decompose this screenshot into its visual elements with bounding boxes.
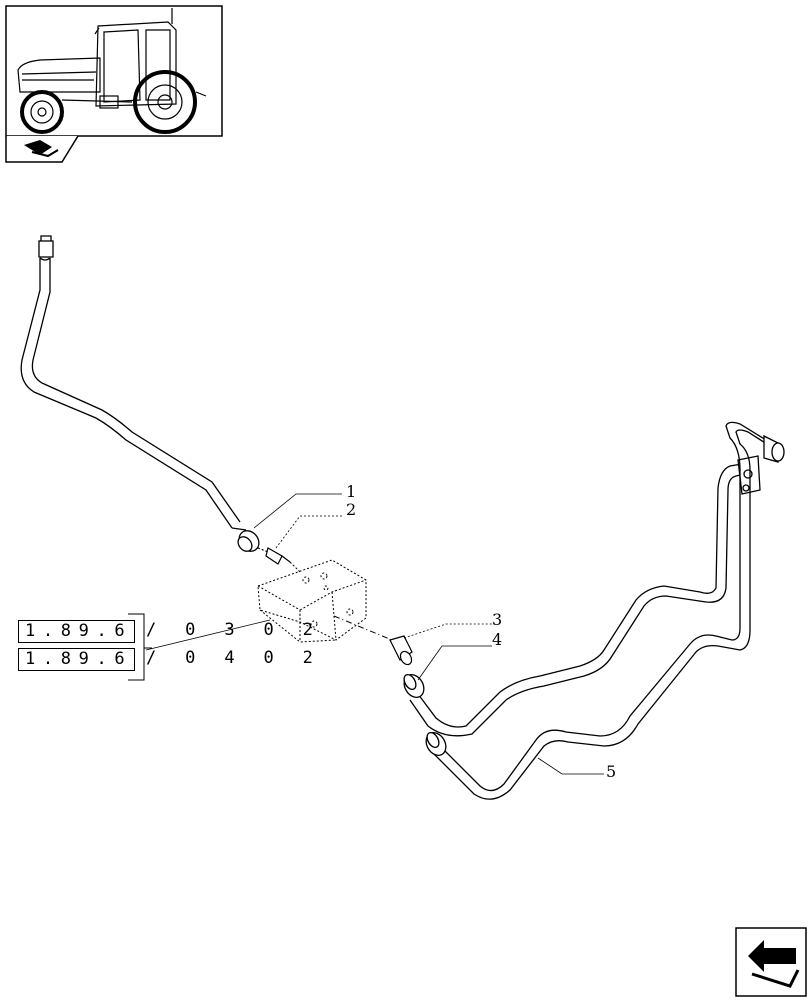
callout-2: 2: [346, 500, 357, 519]
fitting-2: [257, 547, 291, 565]
book-tab-icon: [24, 140, 59, 158]
pipe-1: [20, 235, 260, 552]
next-page-arrow-icon: [748, 940, 800, 988]
fitting-3: [389, 635, 413, 666]
reference-bracket: [128, 613, 152, 681]
callout-1: 1: [346, 482, 357, 501]
leader-lines: [145, 493, 604, 775]
reference-code-1[interactable]: 1.89.6: [18, 620, 136, 643]
reference-suffix-1: / 0 3 0 2: [146, 620, 323, 640]
callout-5: 5: [606, 762, 617, 781]
valve-block: [257, 559, 393, 643]
callout-4: 4: [492, 630, 503, 649]
tractor-thumbnail[interactable]: [5, 5, 223, 137]
reference-code-2[interactable]: 1.89.6: [18, 648, 136, 671]
reference-suffix-2: / 0 4 0 2: [146, 648, 323, 668]
pipe-4: [403, 455, 761, 737]
callout-3: 3: [492, 610, 503, 629]
tractor-thumbnail-icon: [17, 8, 207, 134]
pipe-5: [425, 421, 785, 800]
next-page-button[interactable]: [735, 927, 807, 997]
book-tab[interactable]: [5, 135, 79, 163]
